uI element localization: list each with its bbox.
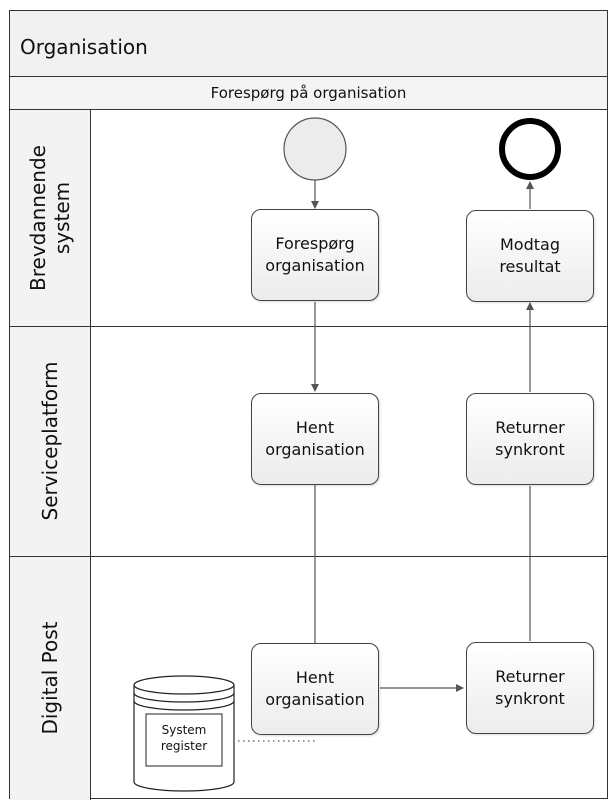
datastore-label-line: System [161, 723, 207, 737]
task-label-line: synkront [495, 689, 565, 708]
system-register-datastore [133, 675, 235, 792]
task-label-line: organisation [265, 256, 365, 275]
task-label-line: Modtag [500, 235, 560, 254]
pool-title: Organisation [20, 35, 148, 59]
lane-label-column [10, 110, 91, 800]
task-label-line: organisation [265, 690, 365, 709]
lane-separator [10, 326, 607, 327]
task-label-line: organisation [265, 440, 365, 459]
task-label-line: Hent [295, 668, 335, 687]
datastore-label: System register [141, 722, 227, 754]
task-label-line: Returner [495, 418, 565, 437]
task-foresporg-organisation: Forespørg organisation [251, 209, 379, 301]
task-returner-synkront-digital-post: Returner synkront [466, 642, 594, 734]
datastore-label-line: register [160, 739, 208, 753]
task-label-line: Forespørg [275, 234, 355, 253]
task-label-line: synkront [495, 440, 565, 459]
task-label-line: Returner [495, 667, 565, 686]
lane-separator [10, 556, 607, 557]
end-event [499, 118, 561, 180]
phase-header: Forespørg på organisation [10, 77, 607, 110]
task-hent-organisation-serviceplatform: Hent organisation [251, 393, 379, 485]
task-modtag-resultat: Modtag resultat [466, 210, 594, 302]
task-label-line: Hent [295, 418, 335, 437]
start-event [283, 117, 347, 181]
task-hent-organisation-digital-post: Hent organisation [251, 643, 379, 735]
task-label-line: resultat [499, 257, 561, 276]
task-returner-synkront-serviceplatform: Returner synkront [466, 393, 594, 485]
pool-header: Organisation [10, 11, 607, 77]
